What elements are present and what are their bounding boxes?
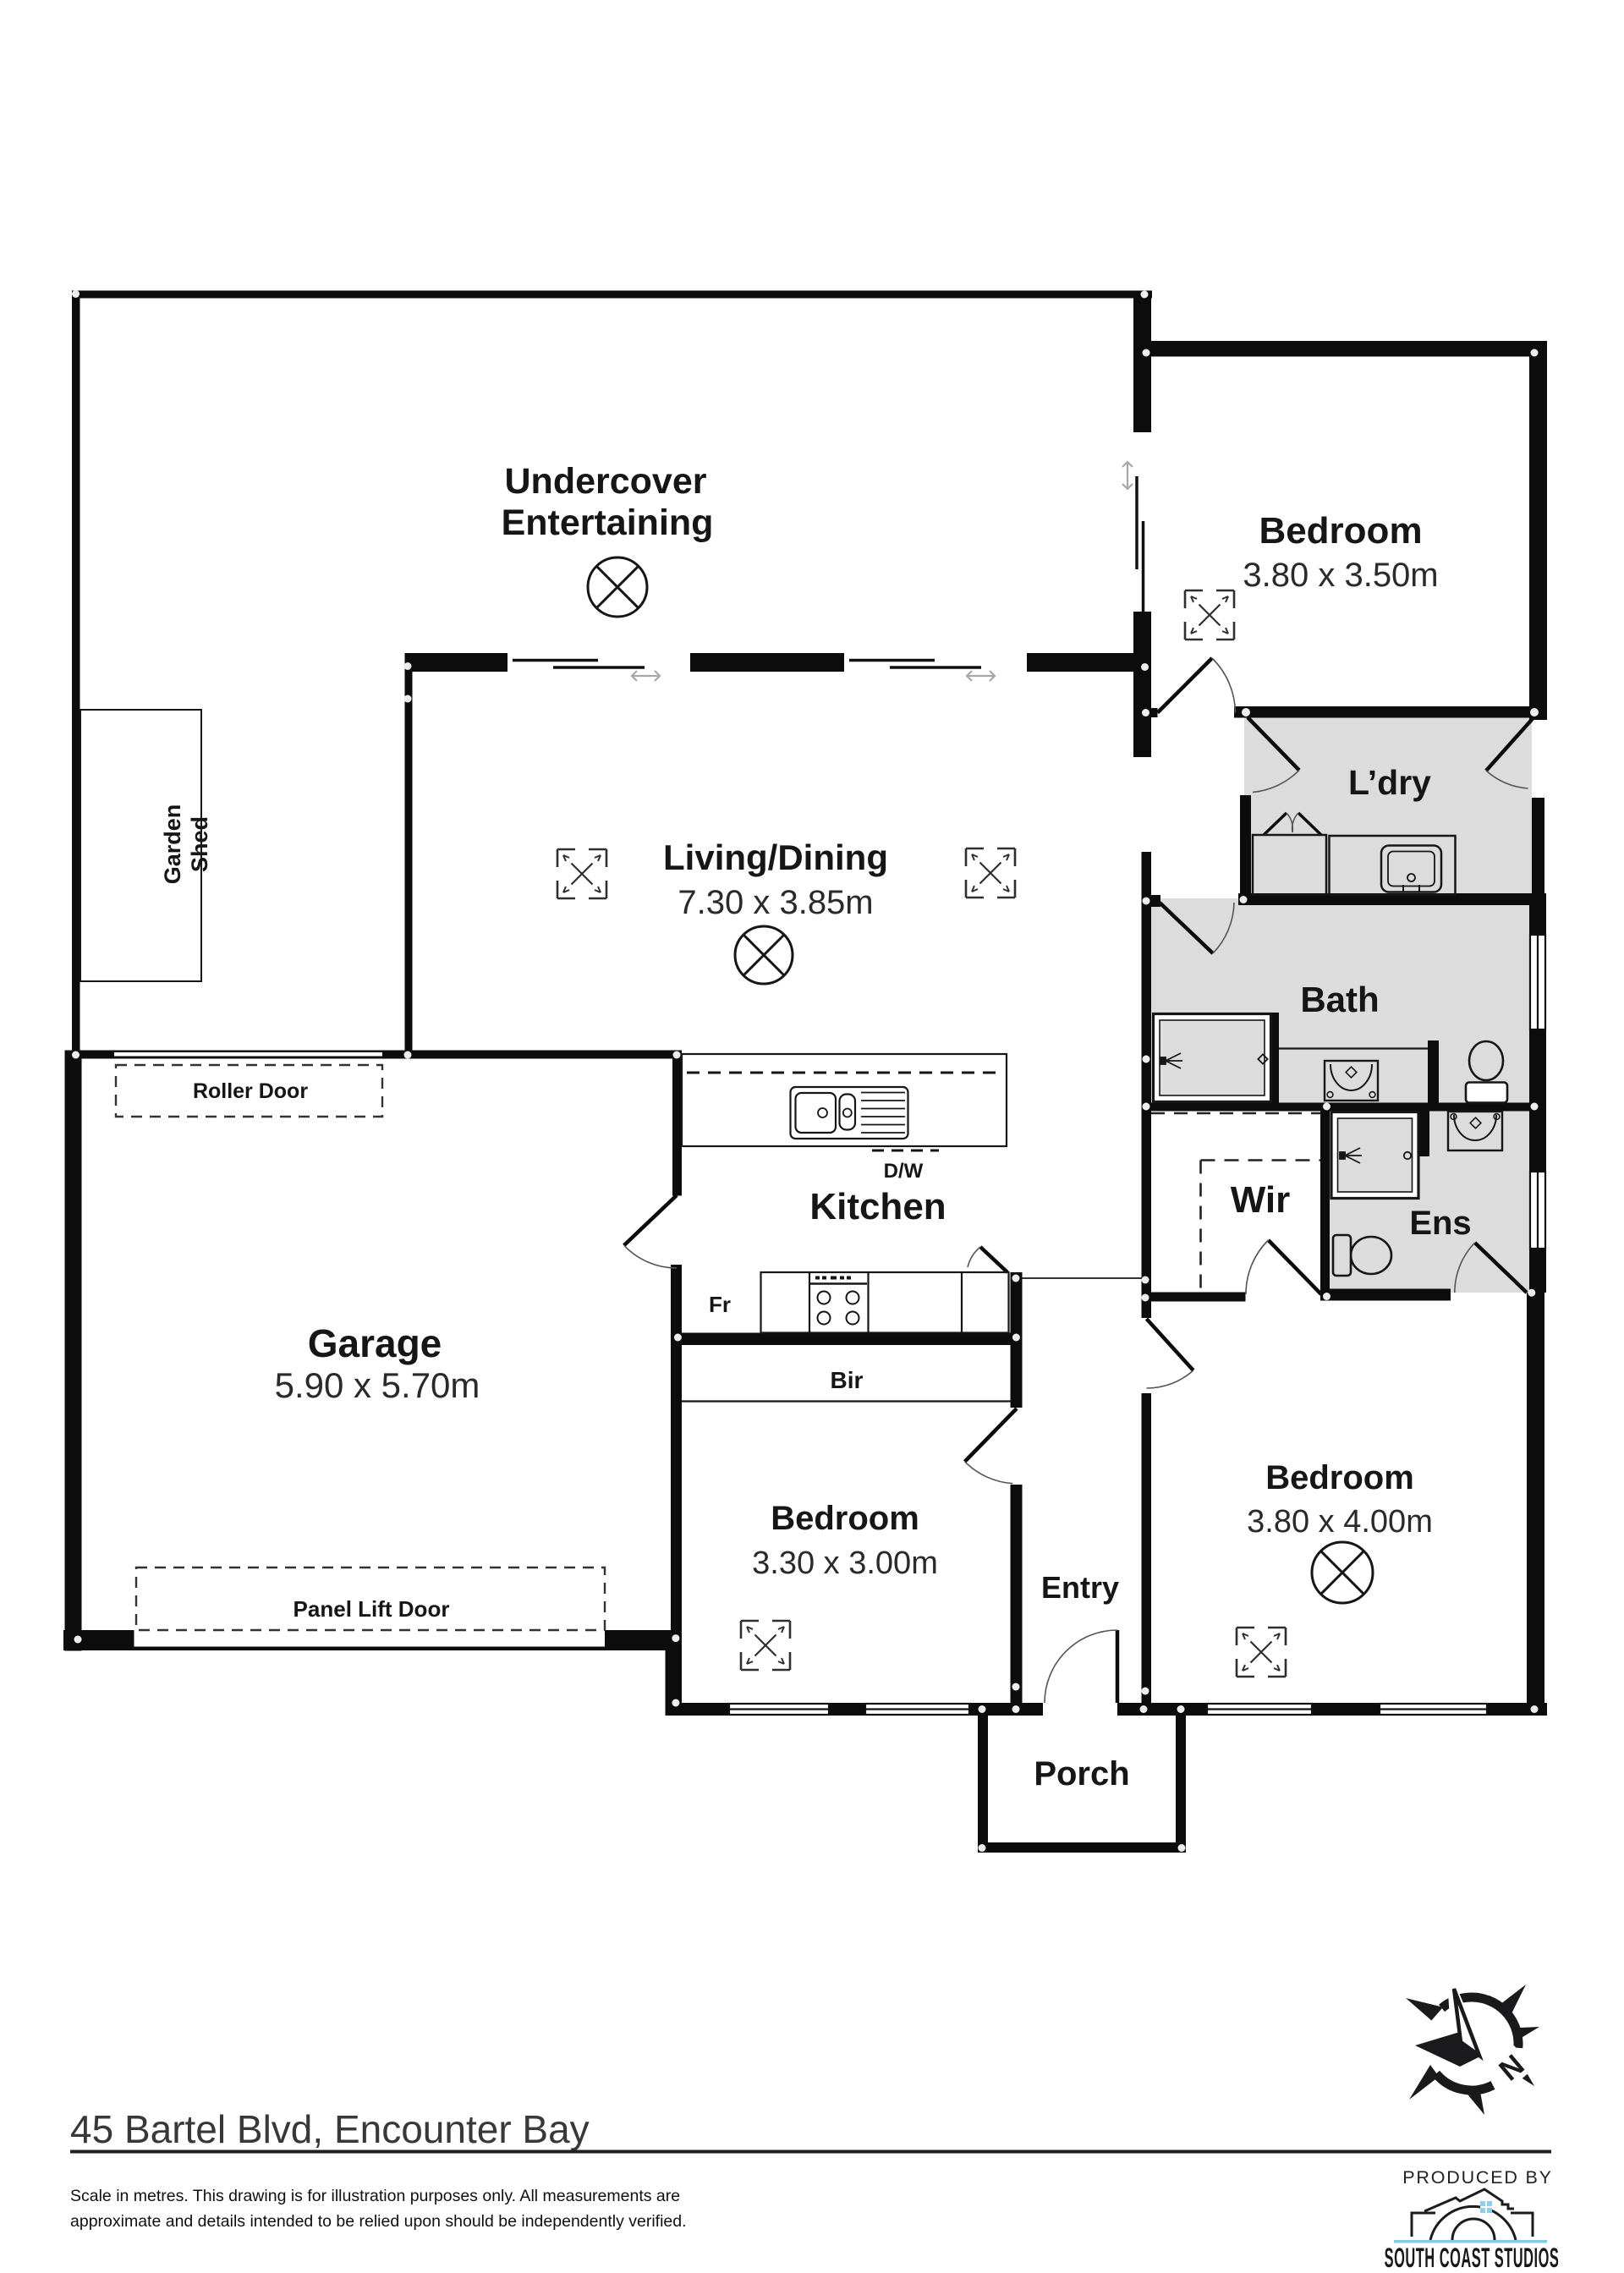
svg-text:Scale in metres. This drawing: Scale in metres. This drawing is for ill…	[70, 2187, 680, 2205]
svg-text:Fr: Fr	[709, 1292, 731, 1317]
svg-text:Wir: Wir	[1231, 1179, 1291, 1221]
svg-text:Ens: Ens	[1409, 1205, 1471, 1242]
svg-text:PRODUCED BY: PRODUCED BY	[1402, 2167, 1553, 2188]
svg-text:SOUTH COAST STUDIOS: SOUTH COAST STUDIOS	[1385, 2243, 1560, 2273]
svg-text:Entertaining: Entertaining	[502, 502, 714, 543]
svg-text:Garden: Garden	[160, 804, 185, 885]
svg-text:Bedroom: Bedroom	[1265, 1459, 1414, 1496]
svg-text:Garage: Garage	[308, 1321, 442, 1365]
svg-text:Porch: Porch	[1034, 1755, 1129, 1793]
svg-text:3.80 x 3.50m: 3.80 x 3.50m	[1243, 557, 1438, 594]
svg-text:3.80 x 4.00m: 3.80 x 4.00m	[1247, 1504, 1433, 1540]
svg-text:Bedroom: Bedroom	[771, 1500, 919, 1537]
svg-text:D/W: D/W	[884, 1160, 924, 1183]
svg-text:Living/Dining: Living/Dining	[663, 837, 888, 877]
svg-text:Roller Door: Roller Door	[193, 1079, 308, 1103]
svg-text:Undercover: Undercover	[505, 461, 707, 502]
svg-text:45 Bartel Blvd, Encounter Bay: 45 Bartel Blvd, Encounter Bay	[70, 2107, 590, 2151]
svg-text:Bir: Bir	[831, 1367, 864, 1393]
svg-text:Entry: Entry	[1041, 1570, 1119, 1605]
svg-text:approximate and details intend: approximate and details intended to be r…	[70, 2212, 687, 2231]
svg-text:7.30 x 3.85m: 7.30 x 3.85m	[678, 884, 873, 921]
svg-text:5.90 x 5.70m: 5.90 x 5.70m	[275, 1365, 480, 1405]
svg-text:Bedroom: Bedroom	[1259, 510, 1422, 552]
svg-text:Shed: Shed	[187, 816, 212, 872]
svg-text:Panel Lift Door: Panel Lift Door	[294, 1596, 450, 1622]
svg-text:3.30 x 3.00m: 3.30 x 3.00m	[752, 1546, 938, 1581]
svg-text:Kitchen: Kitchen	[809, 1186, 946, 1227]
svg-text:Bath: Bath	[1300, 980, 1379, 1019]
svg-text:L’dry: L’dry	[1348, 763, 1431, 802]
